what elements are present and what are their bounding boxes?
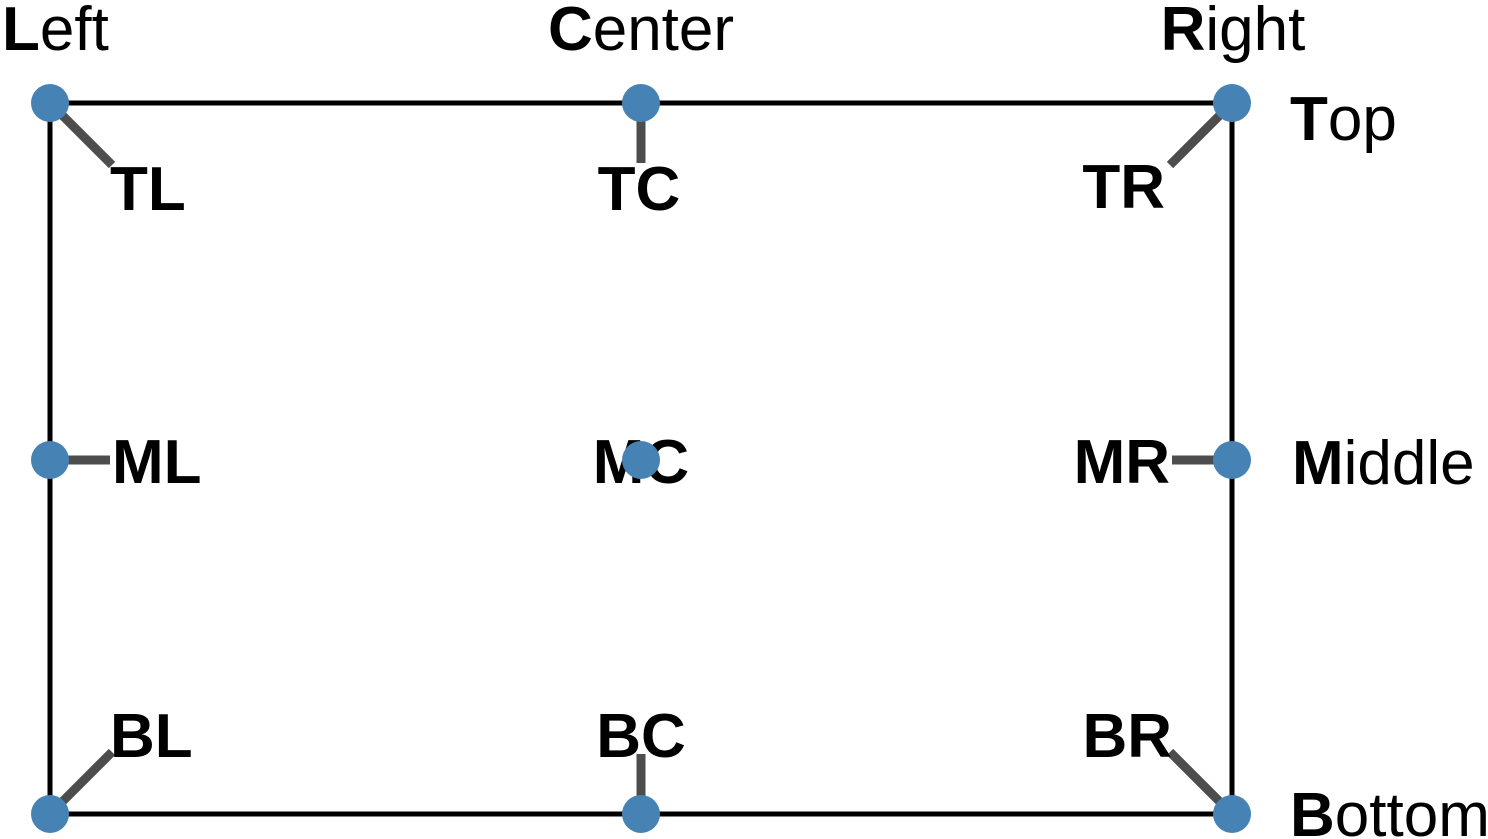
anchor-label-bc: BC [596,702,686,771]
edge-label-middle: Middle [1292,429,1475,498]
edge-label-right: Right [1161,0,1306,64]
edge-label-bottom: Bottom [1290,781,1488,839]
edge-label-middle-bold: M [1292,429,1344,498]
anchor-dot-tl [31,84,69,122]
edge-label-center: Center [548,0,734,64]
edge-label-left-rest: eft [40,0,109,64]
anchor-dot-bc [622,795,660,833]
anchor-dot-tc [622,84,660,122]
anchor-dot-bl [31,795,69,833]
anchor-label-tl: TL [110,155,186,224]
edge-label-bottom-rest: ottom [1335,781,1488,839]
anchor-label-tr: TR [1082,153,1165,222]
edge-label-bottom-bold: B [1290,781,1335,839]
edge-label-center-rest: enter [593,0,734,64]
edge-label-center-bold: C [548,0,593,64]
anchor-label-bl: BL [110,702,193,771]
edge-label-left: Left [2,0,109,64]
edge-label-right-bold: R [1161,0,1206,64]
anchor-label-ml: ML [112,428,202,497]
anchor-label-mr: MR [1074,428,1170,497]
anchor-dot-ml [31,441,69,479]
anchor-dot-mr [1213,441,1251,479]
anchor-dot-br [1213,795,1251,833]
anchor-label-br: BR [1082,702,1172,771]
edge-label-top-rest: op [1328,85,1397,154]
anchor-dot-tr [1213,84,1251,122]
anchor-dot-mc [622,441,660,479]
edge-label-middle-rest: iddle [1344,429,1475,498]
edge-label-top: Top [1290,85,1397,154]
edge-label-left-bold: L [2,0,40,64]
anchor-dots [31,84,1251,833]
edge-label-top-bold: T [1290,85,1328,154]
edge-label-right-rest: ight [1205,0,1305,64]
anchor-label-tc: TC [598,155,681,224]
